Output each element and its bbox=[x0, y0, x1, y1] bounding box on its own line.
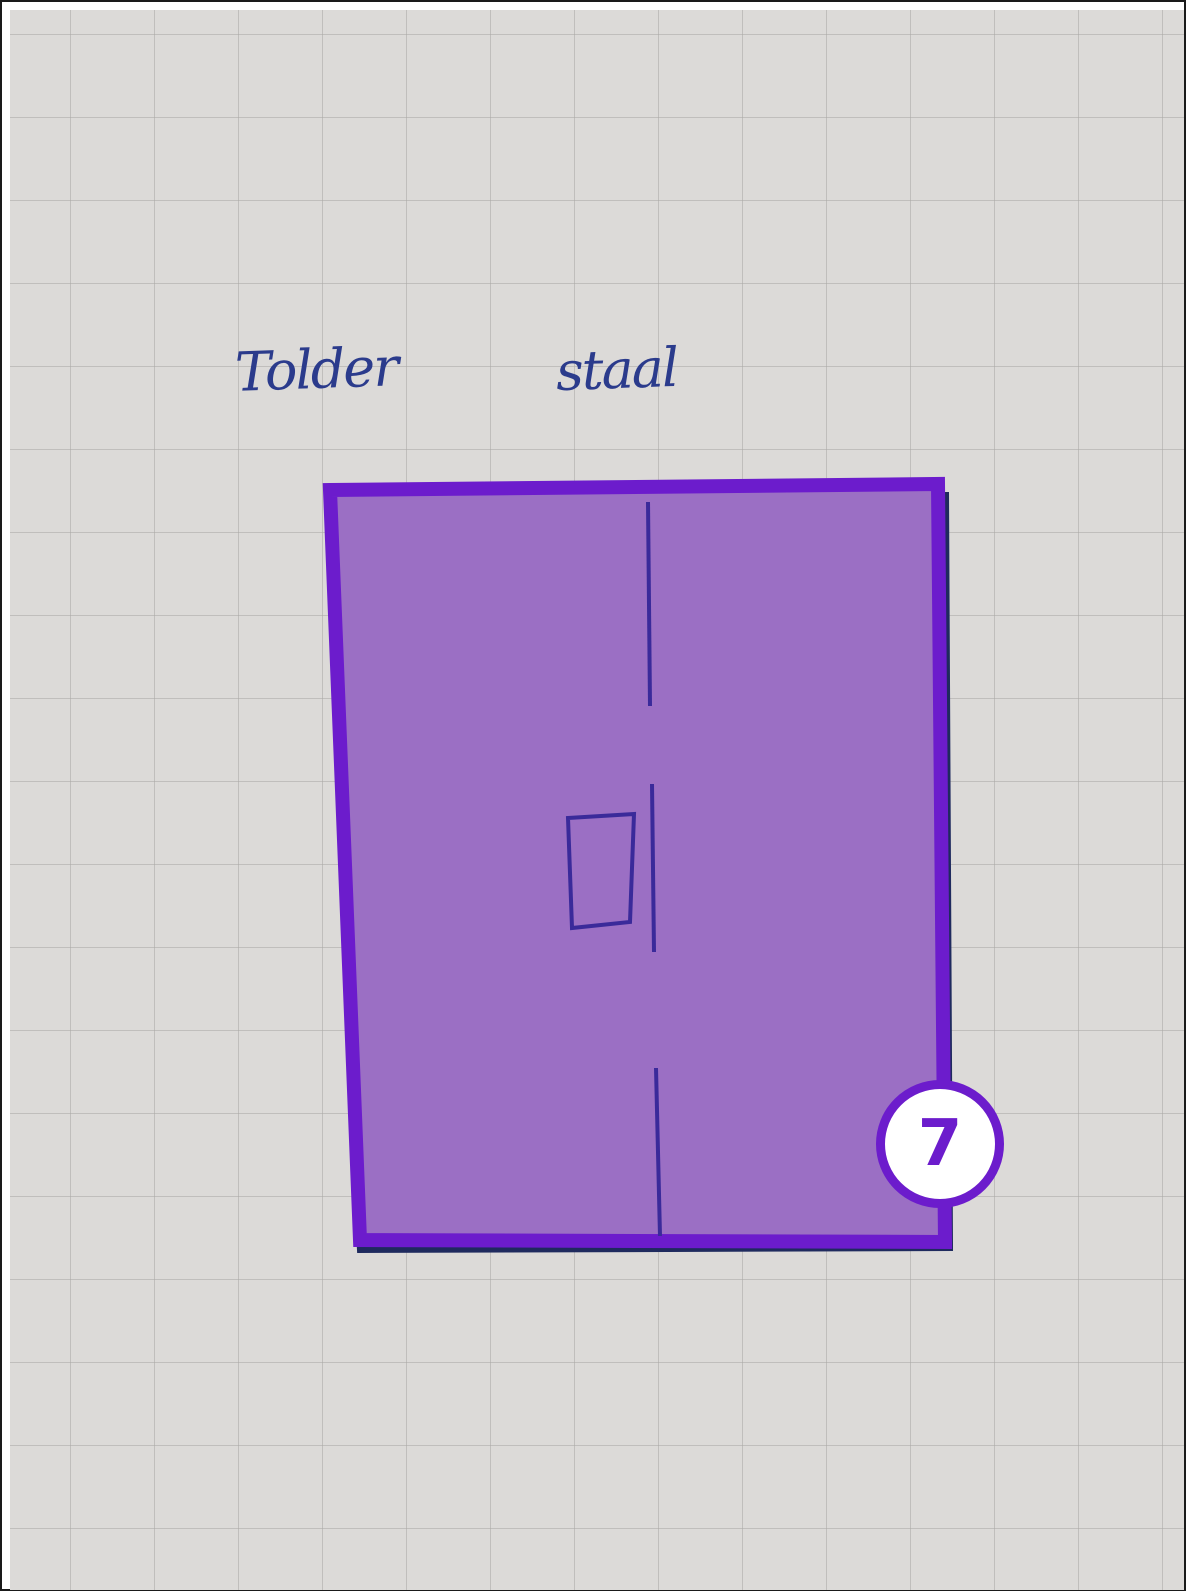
divider-line-middle bbox=[652, 784, 654, 952]
region-number-badge: 7 bbox=[876, 1080, 1004, 1208]
badge-number: 7 bbox=[918, 1107, 963, 1181]
divider-line-top bbox=[648, 502, 650, 706]
highlighted-region[interactable] bbox=[330, 484, 945, 1242]
